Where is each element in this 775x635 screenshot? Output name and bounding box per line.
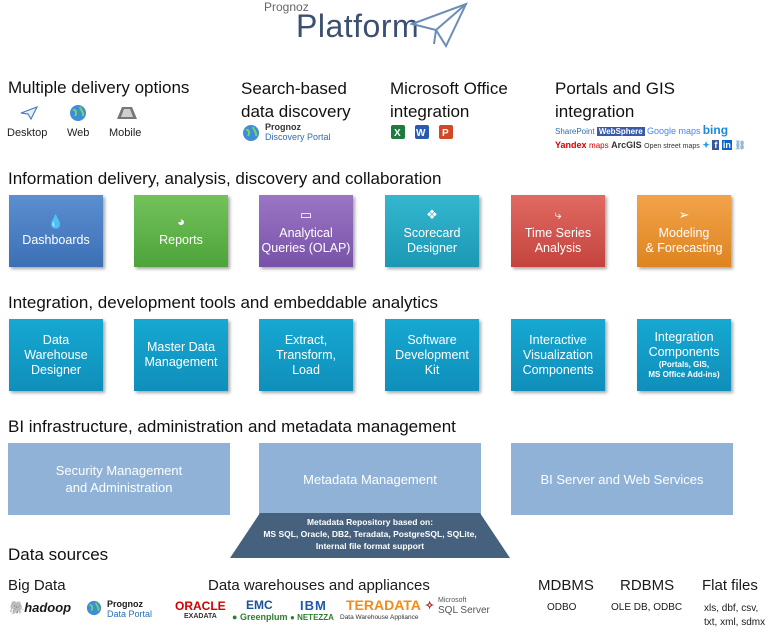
- emc-logo: EMC: [246, 598, 273, 612]
- tile-master-data-management[interactable]: Master Data Management: [134, 319, 228, 391]
- mdbms-value: ODBO: [547, 602, 577, 613]
- hadoop-logo: 🐘hadoop: [8, 600, 72, 615]
- data-portal-globe-icon: [86, 600, 102, 621]
- microsoft-logo: Microsoft: [438, 597, 467, 604]
- drop-icon: 💧: [47, 214, 65, 229]
- svg-text:P: P: [442, 128, 449, 139]
- rdbms-title: RDBMS: [620, 577, 675, 594]
- metadata-repository-shape: [230, 513, 510, 558]
- bi-server-box[interactable]: BI Server and Web Services: [511, 443, 733, 515]
- info-section-title: Information delivery, analysis, discover…: [8, 169, 442, 188]
- yandex-maps-logo: maps: [589, 141, 609, 150]
- pie-chart-icon: ◕: [177, 214, 185, 229]
- facebook-icon: f: [712, 140, 720, 150]
- sharepoint-logo: SharePoint: [555, 127, 595, 136]
- brand-company: Prognoz: [264, 0, 309, 14]
- flatfiles-value: xls, dbf, csv, txt, xml, sdmx: [704, 603, 766, 628]
- paper-plane-icon: [410, 2, 468, 48]
- data-portal-logo: Prognoz Data Portal: [107, 599, 153, 619]
- svg-text:X: X: [394, 128, 401, 139]
- link-icon: ⛓: [734, 140, 746, 150]
- portal-logos-row1: SharePoint WebSphere Google maps bing: [555, 123, 728, 137]
- brand-product: Platform: [296, 8, 420, 44]
- bigdata-title: Big Data: [8, 577, 66, 594]
- teradata-logo: TERADATA: [346, 597, 421, 613]
- twitter-icon: ✦: [702, 140, 710, 150]
- tile-sdk[interactable]: Software Development Kit: [385, 319, 479, 391]
- web-label: Web: [67, 127, 90, 139]
- netezza-logo: ● NETEZZA: [290, 613, 334, 622]
- teradata-sub-logo: Data Warehouse Appliance: [340, 614, 419, 621]
- integration-section-title: Integration, development tools and embed…: [8, 293, 439, 312]
- dotted-arrow-icon: ⤷: [554, 206, 562, 222]
- discovery-portal-logo: Prognoz Discovery Portal: [265, 122, 331, 142]
- desktop-icon: [20, 105, 39, 125]
- diamond-grid-icon: ❖: [426, 206, 438, 222]
- globe-icon: [69, 104, 87, 127]
- bi-section-title: BI infrastructure, administration and me…: [8, 417, 456, 436]
- tile-data-warehouse-designer[interactable]: Data Warehouse Designer: [9, 319, 103, 391]
- sqlserver-logo: SQL Server: [438, 605, 490, 616]
- tile-modeling-forecasting[interactable]: ➢ Modeling & Forecasting: [637, 195, 731, 267]
- metadata-repository-text: Metadata Repository based on: MS SQL, Or…: [263, 517, 477, 551]
- mobile-label: Mobile: [109, 127, 142, 139]
- powerpoint-icon: P: [438, 124, 454, 145]
- tile-analytical-queries[interactable]: ▭ Analytical Queries (OLAP): [259, 195, 353, 267]
- yandex-logo: Yandex: [555, 140, 587, 150]
- datasources-title: Data sources: [8, 545, 109, 564]
- tile-etl[interactable]: Extract, Transform, Load: [259, 319, 353, 391]
- websphere-logo: WebSphere: [596, 127, 645, 136]
- ibm-logo: IBM: [300, 598, 327, 613]
- openstreetmap-logo: Open street maps: [644, 143, 700, 150]
- tablet-icon: [116, 106, 138, 125]
- tile-interactive-visualization[interactable]: Interactive Visualization Components: [511, 319, 605, 391]
- arcgis-logo: ArcGIS: [611, 140, 642, 150]
- delivery-title: Multiple delivery options: [8, 78, 190, 97]
- google-maps-logo: Google maps: [646, 126, 701, 136]
- discovery-portal-globe-icon: [242, 124, 260, 147]
- paper-plane-small-icon: ➢: [678, 206, 690, 222]
- tile-reports[interactable]: ◕ Reports: [134, 195, 228, 267]
- mdbms-title: MDBMS: [538, 577, 594, 594]
- tile-scorecard-designer[interactable]: ❖ Scorecard Designer: [385, 195, 479, 267]
- rdbms-value: OLE DB, ODBC: [611, 602, 683, 613]
- excel-icon: X: [390, 124, 406, 145]
- bing-logo: bing: [702, 123, 729, 137]
- linkedin-icon: in: [721, 140, 732, 150]
- metadata-management-box[interactable]: Metadata Management: [259, 443, 481, 515]
- tile-time-series[interactable]: ⤷ Time Series Analysis: [511, 195, 605, 267]
- greenplum-logo: ● Greenplum: [232, 612, 288, 622]
- tile-dashboards[interactable]: 💧 Dashboards: [9, 195, 103, 267]
- oracle-logo: ORACLE: [175, 599, 226, 613]
- flatfiles-title: Flat files: [702, 577, 758, 594]
- exadata-logo: EXADATA: [184, 613, 217, 620]
- sqlserver-icon: ✧: [425, 600, 435, 612]
- tile-integration-components[interactable]: Integration Components (Portals, GIS, MS…: [637, 319, 731, 391]
- desktop-label: Desktop: [7, 127, 48, 139]
- portal-logos-row2: Yandex maps ArcGIS Open street maps ✦ f …: [555, 140, 746, 151]
- svg-text:W: W: [416, 128, 426, 139]
- folder-icon: ▭: [299, 206, 313, 222]
- word-icon: W: [414, 124, 430, 145]
- dw-title: Data warehouses and appliances: [208, 577, 430, 594]
